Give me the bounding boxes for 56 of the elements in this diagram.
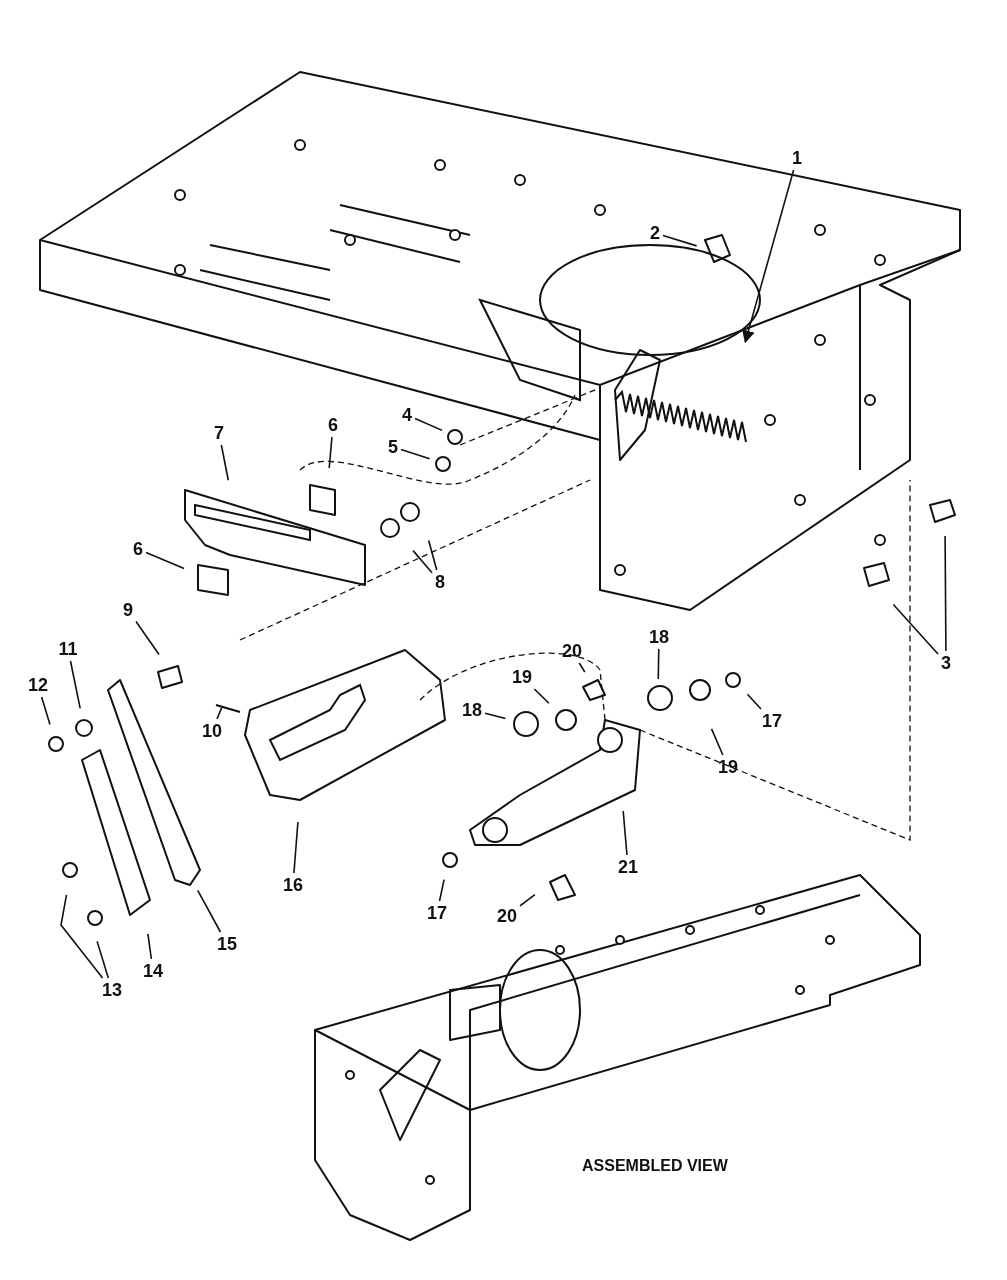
leader-line — [40, 696, 51, 726]
leader-line — [412, 549, 433, 574]
leader-line — [135, 620, 160, 656]
callout-number: 21 — [618, 858, 638, 876]
leader-line — [414, 417, 443, 432]
callout-number: 6 — [133, 540, 143, 558]
leader-line — [892, 603, 939, 655]
callout-number: 19 — [718, 758, 738, 776]
leader-line — [196, 889, 222, 933]
callout-number: 8 — [435, 573, 445, 591]
callout-number: 17 — [427, 904, 447, 922]
callout-number: 15 — [217, 935, 237, 953]
callout-number: 4 — [402, 406, 412, 424]
callout-number: 10 — [202, 722, 222, 740]
callout-number: 17 — [762, 712, 782, 730]
leader-line — [145, 551, 185, 570]
callout-number: 1 — [792, 149, 802, 167]
leader-line — [944, 535, 947, 652]
callout-number: 14 — [143, 962, 163, 980]
callout-number: 7 — [214, 424, 224, 442]
leader-line — [96, 940, 110, 979]
leader-line — [519, 893, 536, 907]
callout-number: 16 — [283, 876, 303, 894]
leader-line — [484, 712, 507, 720]
leader-line — [60, 893, 104, 979]
leader-line — [427, 539, 438, 571]
leader-line — [622, 810, 628, 856]
view-caption: ASSEMBLED VIEW — [582, 1157, 728, 1175]
callout-number: 20 — [497, 907, 517, 925]
leader-line — [662, 234, 698, 247]
leader-line — [710, 728, 724, 756]
callout-number: 2 — [650, 224, 660, 242]
leader-line — [578, 662, 586, 673]
leader-line — [533, 688, 550, 705]
leader-line — [220, 444, 230, 482]
callout-number: 11 — [58, 640, 78, 658]
callout-number: 3 — [941, 654, 951, 672]
callout-number: 18 — [462, 701, 482, 719]
leader-line — [147, 933, 153, 960]
leader-line — [293, 821, 299, 874]
callout-number: 12 — [28, 676, 48, 694]
leader-line — [216, 707, 223, 720]
leader-line — [400, 448, 431, 460]
leader-line — [742, 169, 795, 344]
callout-number: 19 — [512, 668, 532, 686]
callout-number: 13 — [102, 981, 122, 999]
leader-line — [328, 436, 333, 469]
callout-number: 9 — [123, 601, 133, 619]
callout-number: 6 — [328, 416, 338, 434]
leader-line — [438, 878, 445, 902]
callout-number: 20 — [562, 642, 582, 660]
leader-line — [746, 693, 762, 710]
callout-number: 5 — [388, 438, 398, 456]
leader-line — [69, 660, 81, 710]
leader-line — [657, 648, 660, 680]
callout-number: 18 — [649, 628, 669, 646]
